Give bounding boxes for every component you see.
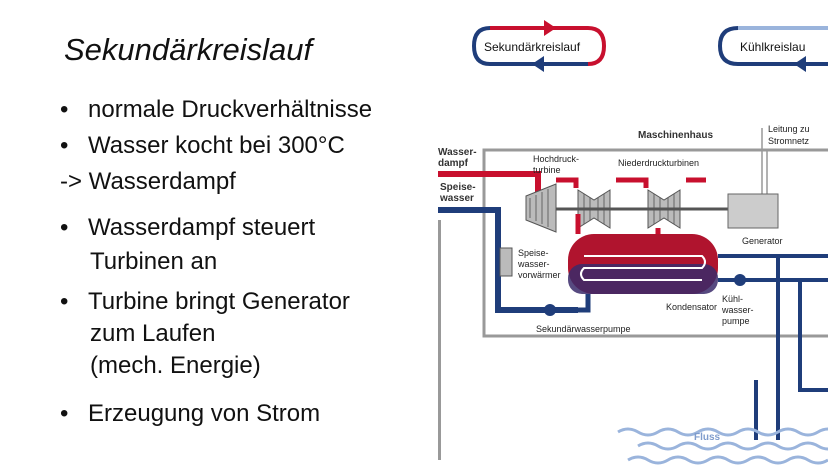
river-pipe-2 (798, 280, 828, 392)
grid-label-line2: Stromnetz (768, 136, 810, 146)
lp-turbine-label: Niederdruckturbinen (618, 158, 699, 168)
hp-turbine-label-line1: Hochdruck- (533, 154, 579, 164)
secondary-pump-label: Sekundärwasserpumpe (536, 324, 631, 334)
steam-label-line1: Wasser- (438, 147, 477, 158)
bullet-marker: • (60, 96, 69, 123)
bullet-text: Erzeugung von Strom (88, 400, 321, 427)
bullet-marker: • (60, 214, 69, 241)
generator-label: Generator (742, 236, 783, 246)
arrow-left-icon (532, 56, 544, 72)
bullet-text-line: (mech. Energie) (90, 352, 261, 379)
pill-secondary-label: Sekundärkreislauf (484, 40, 581, 54)
bullet-item: • Turbine bringt Generator (60, 288, 350, 316)
preheater-label-line1: Speise- (518, 248, 549, 258)
bullet-item: • Erzeugung von Strom (60, 400, 320, 428)
generator-box (727, 193, 779, 229)
preheater (499, 247, 513, 277)
feedwater-pipe (438, 207, 578, 313)
feedwater-label-line1: Speise- (440, 182, 476, 193)
bullet-text-line: zum Laufen (90, 320, 216, 347)
machine-house-label: Maschinenhaus (638, 130, 713, 141)
river-label: Fluss (694, 432, 721, 443)
bullet-text: Wasserdampf steuert (88, 214, 316, 241)
bullet-text: normale Druckverhältnisse (88, 96, 373, 123)
secondary-pump-icon (544, 304, 556, 316)
secondary-circuit-pill: Sekundärkreislauf (471, 20, 607, 72)
hp-turbine-label-line2: turbine (533, 165, 561, 175)
power-plant-diagram: Sekundärkreislauf Kühlkreislau Maschinen… (438, 0, 828, 466)
bullet-marker: • (60, 132, 69, 159)
slide-title: Sekundärkreislauf (64, 32, 313, 67)
cooling-pump-label-line1: Kühl- (722, 294, 743, 304)
bullet-continuation: -> Wasserdampf (60, 168, 236, 196)
bullet-text: -> Wasserdampf (60, 168, 236, 195)
grid-label-line1: Leitung zu (768, 124, 810, 134)
bullet-text-line: Turbinen an (90, 248, 218, 275)
cooling-pump-label-line2: wasser- (721, 305, 754, 315)
condenser-label: Kondensator (666, 302, 717, 312)
diagram-svg: Sekundärkreislauf Kühlkreislau Maschinen… (438, 20, 828, 465)
condenser (568, 234, 718, 294)
machine-house-frame (482, 148, 828, 338)
bullet-marker: • (60, 400, 69, 427)
cooling-pump-icon (734, 274, 746, 286)
preheater-label-line3: vorwärmer (518, 270, 561, 280)
arrow-left-icon (794, 56, 806, 72)
cooling-circuit-pill: Kühlkreislau (717, 26, 828, 72)
bullet-text: Wasser kocht bei 300°C (88, 132, 345, 159)
feedwater-label-line2: wasser (439, 193, 474, 204)
hp-turbine (525, 183, 557, 233)
cooling-pump-label-line3: pumpe (722, 316, 750, 326)
river-waves (617, 427, 828, 465)
bullet-item: • normale Druckverhältnisse (60, 96, 372, 124)
bullet-item: • Wasserdampf steuert (60, 214, 315, 242)
steam-label-line2: dampf (438, 158, 469, 169)
bullet-item: • Wasser kocht bei 300°C (60, 132, 345, 160)
return-pipe (578, 294, 591, 313)
pill-cooling-label: Kühlkreislau (740, 40, 805, 54)
arrow-right-icon (544, 20, 556, 36)
preheater-label-line2: wasser- (517, 259, 550, 269)
bullet-text: Turbine bringt Generator (88, 288, 350, 315)
bullet-marker: • (60, 288, 69, 315)
